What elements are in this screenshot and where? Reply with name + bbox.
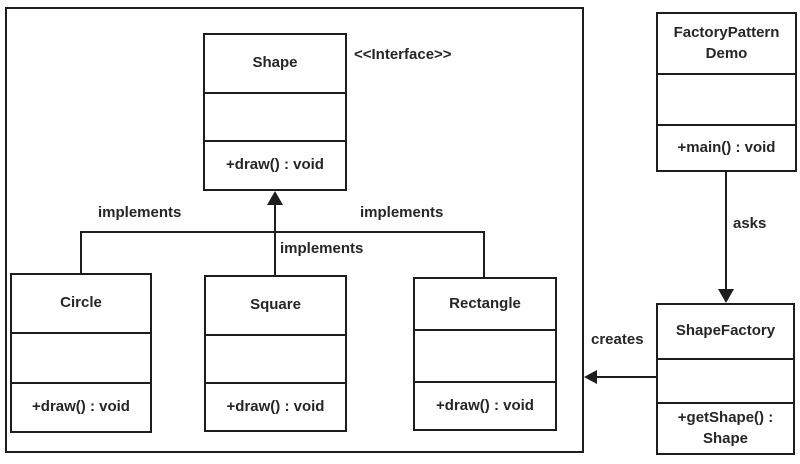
interface-stereotype-label: <<Interface>> bbox=[354, 46, 452, 63]
implements-connector-horizontal bbox=[80, 231, 485, 233]
class-shape-factory-title: ShapeFactory bbox=[675, 322, 776, 340]
implements-connector-rectangle-vertical bbox=[483, 232, 485, 277]
class-rectangle: Rectangle +draw() : void bbox=[413, 277, 557, 431]
implements-label-square: implements bbox=[280, 240, 364, 257]
creates-arrow-line bbox=[596, 376, 656, 378]
class-circle: Circle +draw() : void bbox=[10, 273, 152, 433]
class-shape-factory: ShapeFactory +getShape() : Shape bbox=[656, 303, 795, 455]
class-square-attributes-compartment bbox=[206, 334, 345, 382]
asks-arrow-line bbox=[725, 172, 727, 290]
class-shape: Shape +draw() : void bbox=[203, 33, 347, 191]
class-square-methods: +draw() : void bbox=[206, 382, 345, 430]
class-circle-title: Circle bbox=[60, 294, 102, 312]
class-factory-pattern-demo-title: FactoryPattern Demo bbox=[673, 24, 780, 62]
class-shape-factory-attributes-compartment bbox=[658, 358, 793, 402]
up-arrowhead-icon bbox=[267, 191, 283, 205]
left-arrowhead-icon bbox=[584, 370, 597, 384]
class-square: Square +draw() : void bbox=[204, 275, 347, 432]
class-shape-attributes-compartment bbox=[205, 92, 345, 140]
system-boundary-frame bbox=[5, 7, 584, 453]
implements-connector-square-vertical bbox=[274, 204, 276, 275]
class-circle-attributes-compartment bbox=[12, 332, 150, 382]
class-factory-pattern-demo-methods: +main() : void bbox=[658, 124, 795, 170]
class-square-title: Square bbox=[250, 296, 301, 314]
class-factory-pattern-demo: FactoryPattern Demo +main() : void bbox=[656, 12, 797, 172]
implements-connector-circle-vertical bbox=[80, 232, 82, 273]
class-rectangle-methods: +draw() : void bbox=[415, 381, 555, 429]
asks-label: asks bbox=[733, 215, 767, 232]
class-rectangle-attributes-compartment bbox=[415, 329, 555, 381]
down-arrowhead-icon bbox=[718, 289, 734, 303]
class-shape-title: Shape bbox=[252, 54, 298, 72]
creates-label: creates bbox=[591, 331, 644, 348]
implements-label-circle: implements bbox=[98, 204, 182, 221]
class-shape-methods: +draw() : void bbox=[205, 140, 345, 189]
class-shape-factory-methods: +getShape() : Shape bbox=[658, 402, 793, 453]
class-circle-methods: +draw() : void bbox=[12, 382, 150, 431]
class-rectangle-title: Rectangle bbox=[449, 294, 521, 312]
implements-label-rectangle: implements bbox=[360, 204, 444, 221]
class-factory-pattern-demo-attributes-compartment bbox=[658, 73, 795, 124]
